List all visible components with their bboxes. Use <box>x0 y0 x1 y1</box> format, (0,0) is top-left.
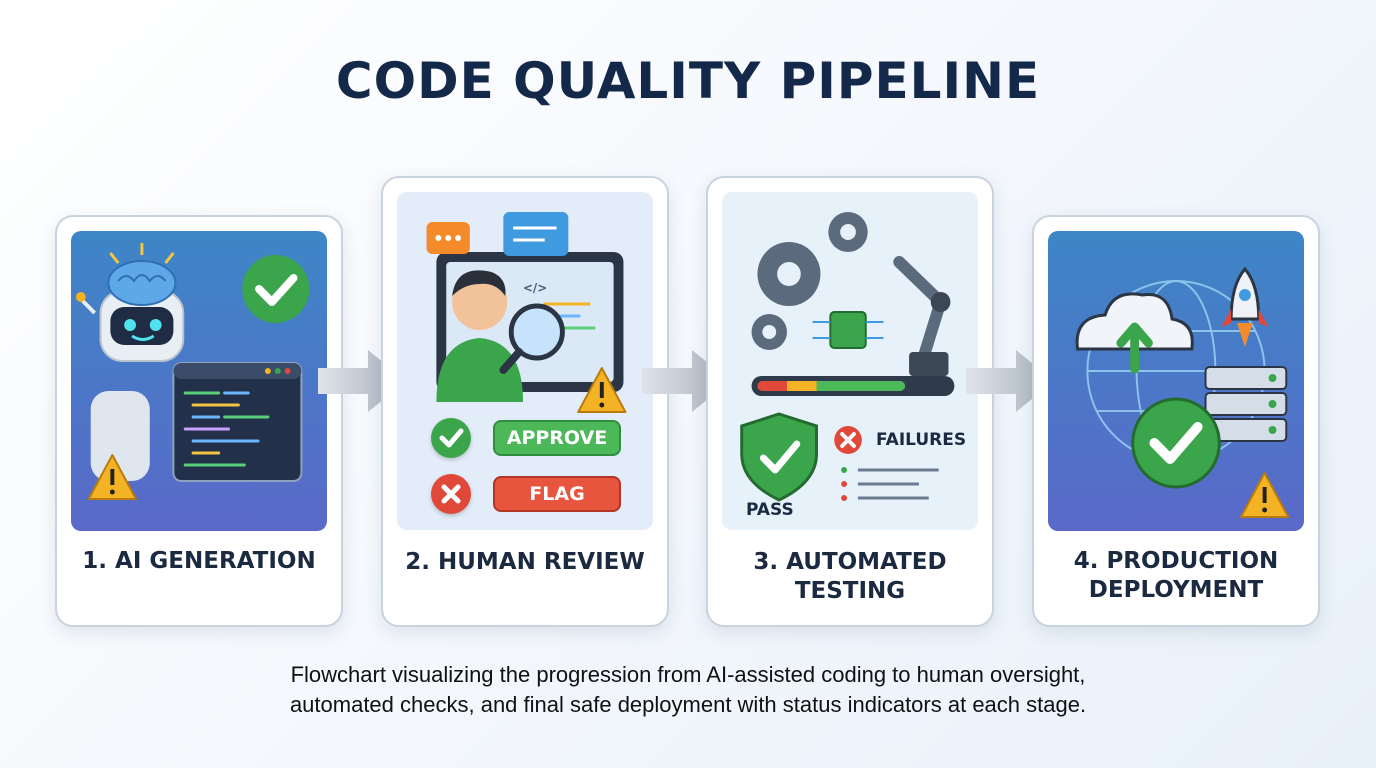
pass-label: PASS <box>746 500 794 520</box>
chip-icon <box>812 311 884 349</box>
robot-icon <box>75 260 185 481</box>
progress-bar <box>751 376 955 396</box>
failure-x-icon <box>834 426 862 454</box>
flag-button-label: FLAG <box>529 483 585 505</box>
person-icon <box>436 270 524 402</box>
stage-automated-testing: PASS FAILURES 3. AUTOMATED TESTING <box>706 176 994 627</box>
production-deployment-illustration <box>1048 231 1304 531</box>
magnifier-icon <box>499 303 565 374</box>
gear-icon <box>751 212 868 350</box>
stage-label: 2. HUMAN REVIEW <box>405 549 645 575</box>
cloud-upload-icon <box>1075 292 1194 374</box>
stage-label-line1: 3. AUTOMATED <box>753 549 947 575</box>
stage-label: 4. PRODUCTION DEPLOYMENT <box>1034 547 1318 605</box>
warning-icon <box>87 454 137 500</box>
caption-line2: automated checks, and final safe deploym… <box>289 692 1087 717</box>
ai-generation-illustration <box>71 231 327 531</box>
rocket-icon <box>1221 266 1269 347</box>
failures-label: FAILURES <box>876 430 967 450</box>
stage-label: 3. AUTOMATED TESTING <box>708 548 992 606</box>
stage-human-review: </> <box>381 176 669 627</box>
code-window-icon <box>172 362 303 482</box>
stage-ai-generation: 1. AI GENERATION <box>55 215 343 627</box>
caption: Flowchart visualizing the progression fr… <box>0 660 1376 720</box>
shield-check-icon <box>740 412 818 502</box>
stage-label-line1: 4. PRODUCTION <box>1073 548 1279 574</box>
approve-button[interactable]: APPROVE <box>493 420 621 456</box>
stage-production-deployment: 4. PRODUCTION DEPLOYMENT <box>1032 215 1320 627</box>
approve-check-icon <box>431 418 471 458</box>
svg-text:</>: </> <box>523 281 547 295</box>
stage-label-line2: TESTING <box>794 578 906 604</box>
automated-testing-illustration <box>722 192 978 530</box>
warning-icon <box>577 367 627 413</box>
stage-label-line2: DEPLOYMENT <box>1088 577 1264 603</box>
warning-icon <box>1240 472 1290 518</box>
approve-button-label: APPROVE <box>506 427 608 449</box>
speech-bubble-icon <box>426 212 569 256</box>
failure-list <box>841 467 939 501</box>
flag-button[interactable]: FLAG <box>493 476 621 512</box>
check-circle-icon <box>242 255 310 323</box>
check-circle-icon <box>1131 397 1221 489</box>
page-title: CODE QUALITY PIPELINE <box>335 52 1041 110</box>
sparkle-icon <box>109 243 175 264</box>
caption-line1: Flowchart visualizing the progression fr… <box>290 662 1086 687</box>
stage-label: 1. AI GENERATION <box>82 548 316 574</box>
human-review-illustration: </> <box>397 192 653 530</box>
flag-x-icon <box>431 474 471 514</box>
